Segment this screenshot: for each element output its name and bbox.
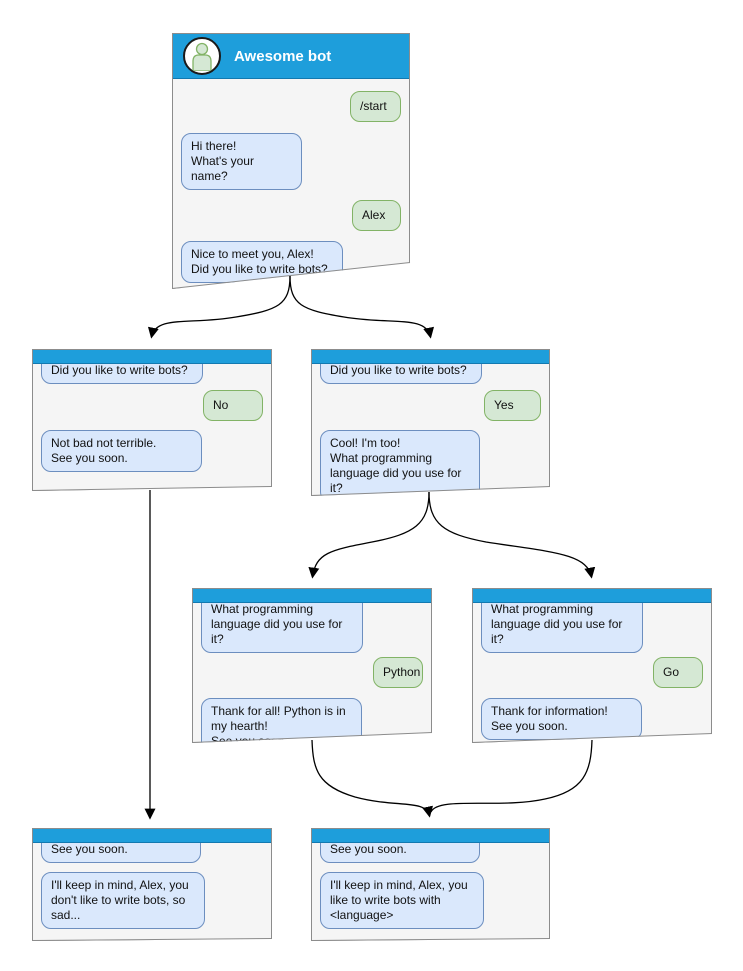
chat-body: Did you like to write bots? Yes Cool! I'… [312,364,549,496]
bot-message-bubble: Cool! I'm too! What programming language… [320,430,480,496]
bot-message-bubble: Thank for all! Python is in my hearth! S… [201,698,362,743]
bot-message-bubble: Not bad not terrible. See you soon. [41,430,202,472]
user-message-bubble: Yes [484,390,541,421]
bot-message-bubble: What programming language did you use fo… [201,603,363,653]
chat-header [312,350,549,364]
chat-body: What programming language did you use fo… [193,603,431,743]
bot-message-bubble: See you soon. [41,843,201,863]
bot-message-bubble: I'll keep in mind, Alex, you like to wri… [320,872,484,929]
user-message-bubble: Alex [352,200,401,231]
chat-window-end-no: See you soon. I'll keep in mind, Alex, y… [32,828,272,941]
bot-message-bubble: Thank for information! See you soon. [481,698,642,740]
chat-body: What programming language did you use fo… [473,603,711,740]
chat-header [33,350,271,364]
chat-window-root: Awesome bot /start Hi there! What's your… [172,33,410,289]
user-message-bubble: Go [653,657,703,688]
user-message-bubble: No [203,390,263,421]
bot-message-bubble: Did you like to write bots? [41,364,203,384]
chat-header [33,829,271,843]
chat-header [193,589,431,603]
chat-header: Awesome bot [173,34,409,79]
chat-body: Did you like to write bots? No Not bad n… [33,364,271,472]
user-message-bubble: /start [350,91,401,122]
chat-window-end-yes: See you soon. I'll keep in mind, Alex, y… [311,828,550,941]
person-icon [192,42,212,71]
bot-message-bubble: Did you like to write bots? [320,364,482,384]
bot-message-bubble: Hi there! What's your name? [181,133,302,190]
connector-yes-to-python [308,491,430,579]
chat-body: See you soon. I'll keep in mind, Alex, y… [33,843,271,929]
bot-message-bubble: What programming language did you use fo… [481,603,643,653]
bot-message-bubble: Nice to meet you, Alex! Did you like to … [181,241,343,283]
chat-body: See you soon. I'll keep in mind, Alex, y… [312,843,549,929]
chat-header [473,589,711,603]
connector-root-to-yes [289,275,435,339]
bot-message-bubble: See you soon. [320,843,480,863]
chat-header [312,829,549,843]
chat-window-branch-yes: Did you like to write bots? Yes Cool! I'… [311,349,550,496]
connector-python-to-end [311,739,433,818]
user-message-bubble: Python [373,657,423,688]
chat-body: /start Hi there! What's your name? Alex … [173,79,409,283]
connector-go-to-end [430,739,593,813]
chat-window-branch-no: Did you like to write bots? No Not bad n… [32,349,272,491]
bot-message-bubble: I'll keep in mind, Alex, you don't like … [41,872,205,929]
chat-window-branch-python: What programming language did you use fo… [192,588,432,743]
connector-yes-to-go [428,491,596,579]
bot-avatar [183,37,221,75]
chat-window-branch-go: What programming language did you use fo… [472,588,712,743]
bot-name: Awesome bot [234,47,332,65]
